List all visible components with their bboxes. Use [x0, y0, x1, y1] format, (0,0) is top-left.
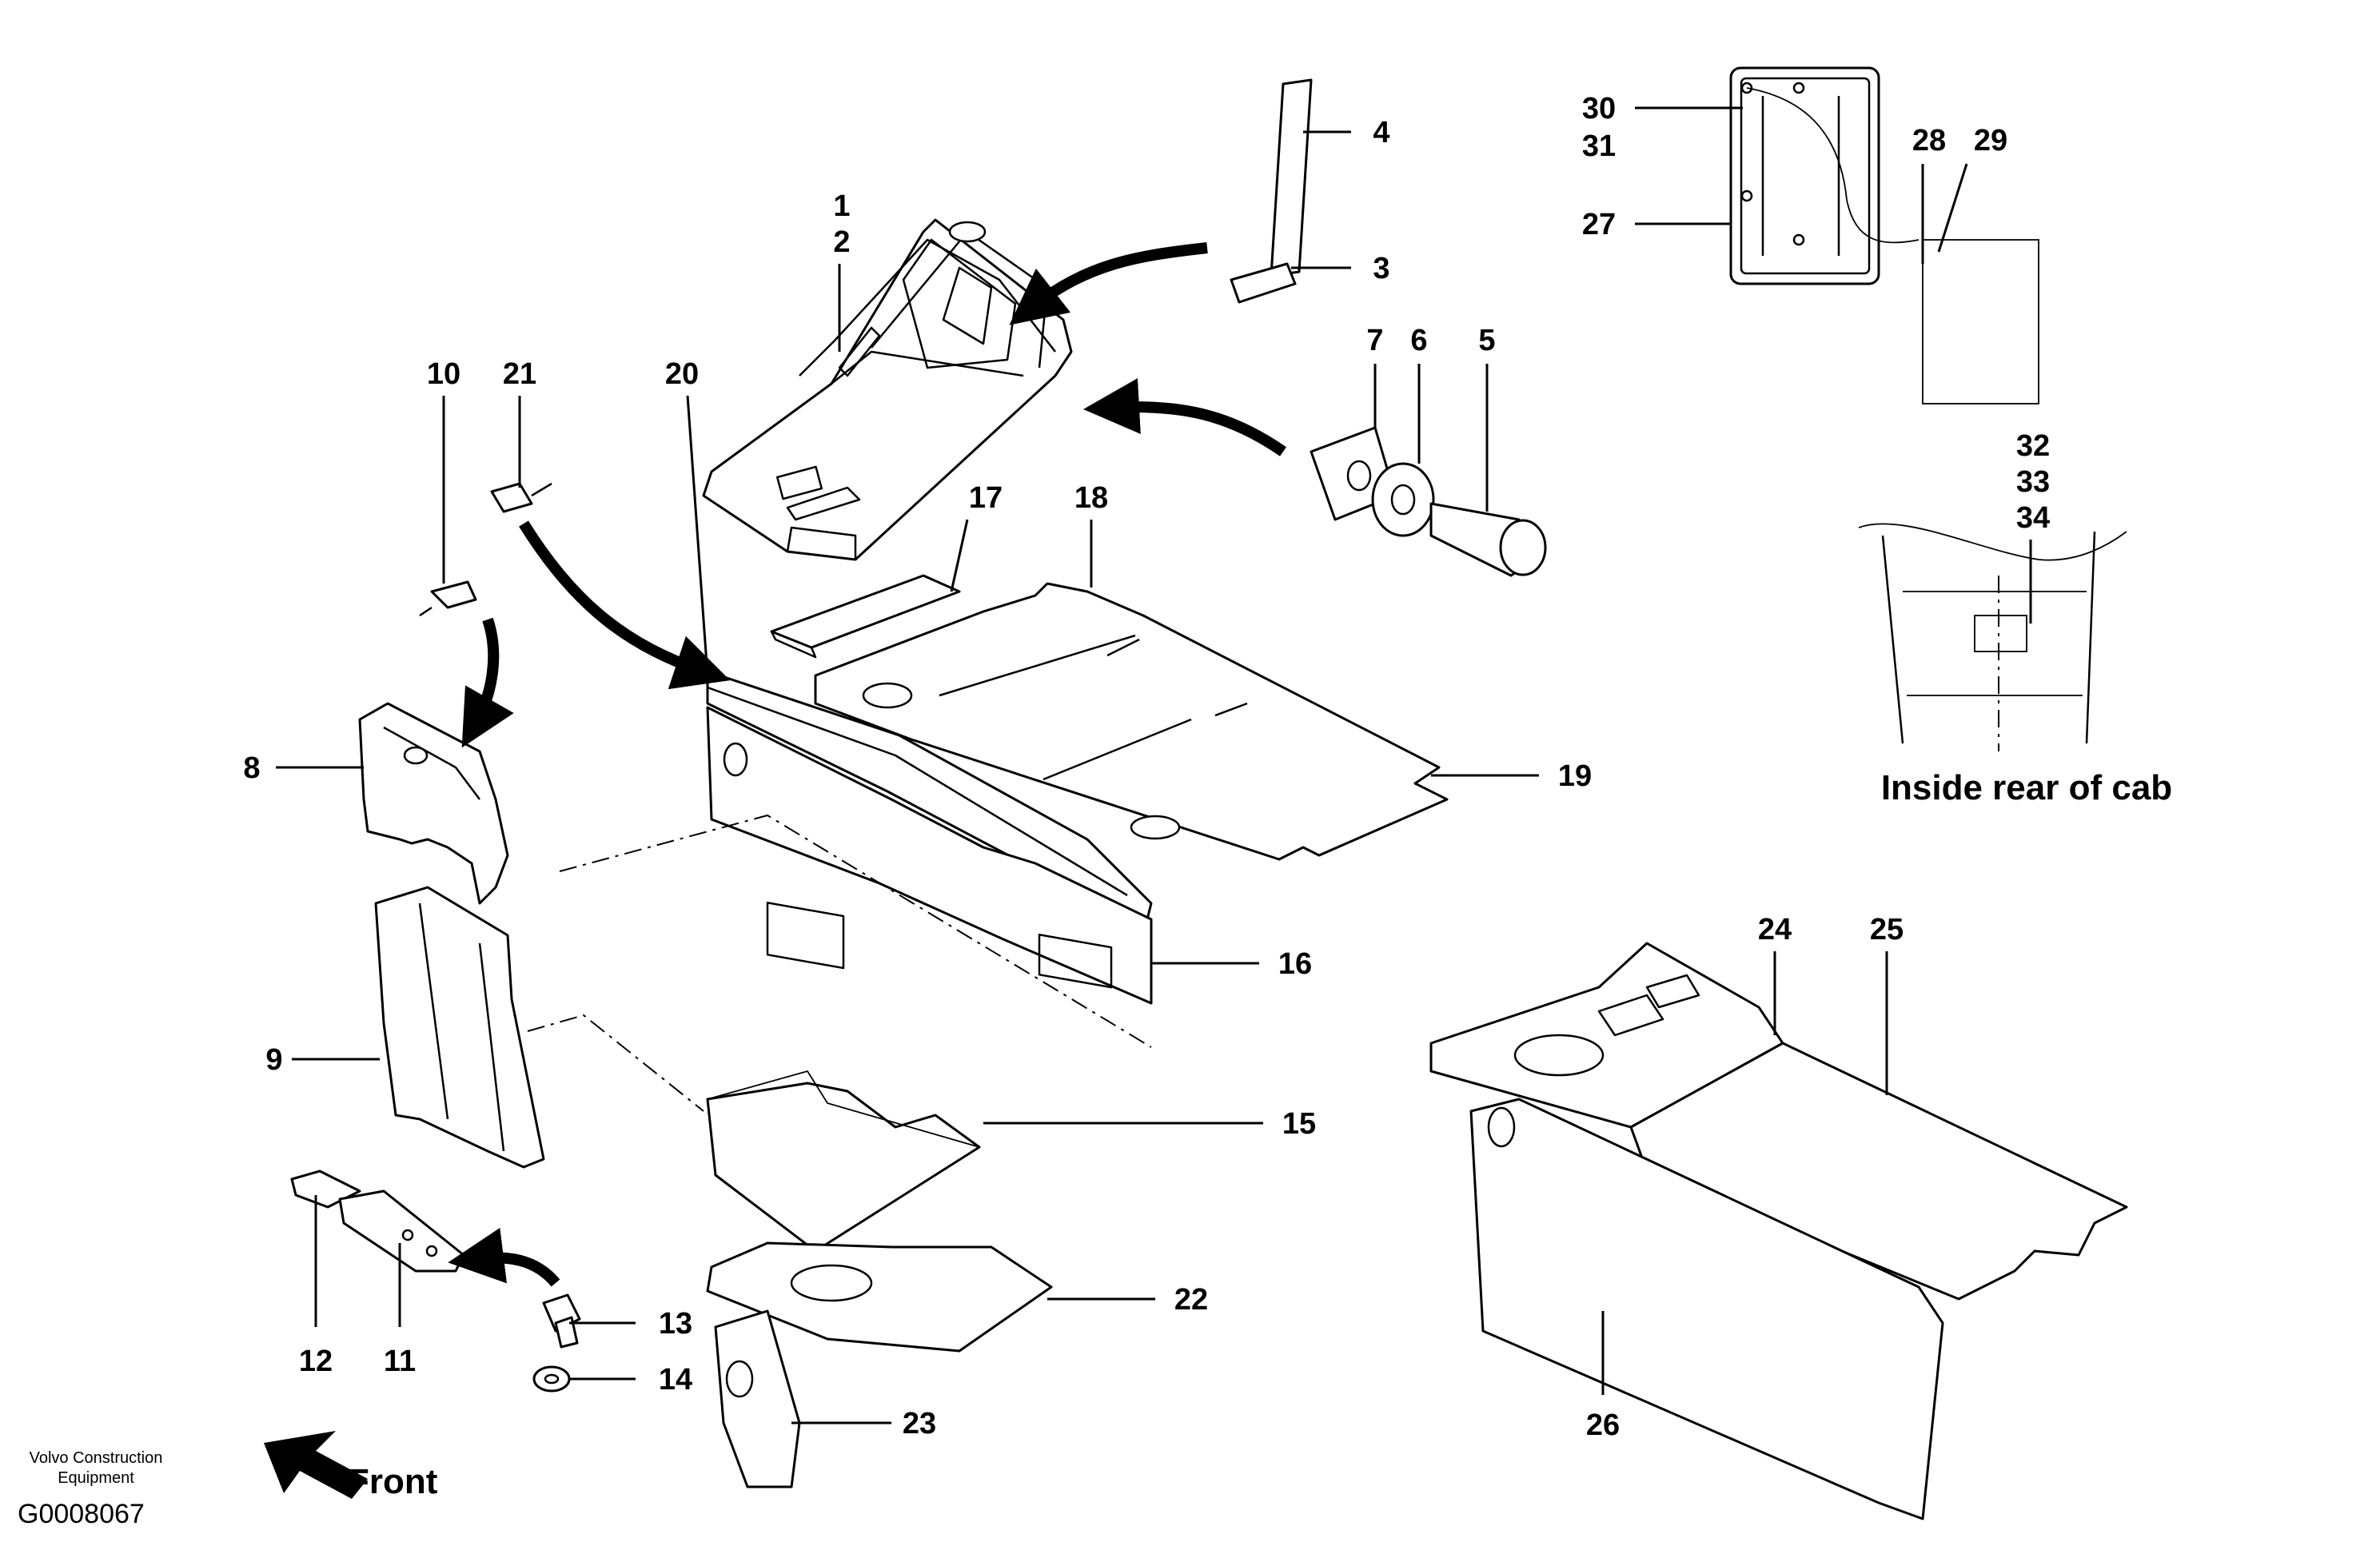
base-plate-22: [706, 1241, 1053, 1353]
trim-piece-3: [1230, 262, 1297, 304]
callout-4: 4: [1373, 116, 1389, 149]
callout-34: 34: [2016, 501, 2050, 535]
trim-strip-4: [1270, 78, 1313, 277]
callout-22: 22: [1174, 1283, 1208, 1317]
callout-19: 19: [1558, 759, 1592, 793]
callout-18: 18: [1074, 481, 1108, 515]
callout-9: 9: [265, 1043, 282, 1077]
panel-9: [374, 886, 545, 1169]
washer-6: [1371, 462, 1435, 537]
callout-10: 10: [427, 357, 460, 391]
callout-2: 2: [833, 225, 850, 259]
callout-3: 3: [1373, 252, 1389, 285]
callout-33: 33: [2016, 465, 2050, 499]
front-arrow-icon: [264, 1431, 368, 1499]
callout-7: 7: [1366, 324, 1383, 357]
screw-10: [419, 580, 477, 617]
floor-panel-19: [814, 582, 1449, 861]
plate-11: [338, 1189, 465, 1273]
callout-30: 30: [1582, 92, 1616, 126]
callout-21: 21: [503, 357, 536, 391]
callout-16: 16: [1278, 947, 1312, 981]
leader-lines: [276, 106, 2032, 1425]
figure-code: G0008067: [18, 1499, 145, 1529]
box-front-26: [1469, 1098, 1944, 1520]
callout-27: 27: [1582, 208, 1616, 241]
floor-plate-17: [770, 574, 961, 659]
callout-11: 11: [384, 1345, 416, 1378]
callout-23: 23: [903, 1407, 936, 1440]
console-cover: [702, 218, 1073, 561]
assembly-arrow-13: [448, 1227, 560, 1287]
callout-6: 6: [1410, 324, 1427, 357]
callout-25: 25: [1870, 913, 1904, 946]
callout-20: 20: [665, 357, 699, 391]
callout-32: 32: [2016, 429, 2050, 463]
tab-23: [714, 1309, 801, 1488]
callout-24: 24: [1758, 913, 1792, 946]
callout-13: 13: [659, 1307, 692, 1341]
callout-14: 14: [659, 1363, 692, 1397]
nut-14: [532, 1365, 571, 1393]
assembly-arrow-21: [519, 520, 731, 690]
callout-15: 15: [1282, 1107, 1316, 1141]
callout-31: 31: [1582, 130, 1616, 163]
bracket-8: [358, 702, 509, 905]
rear-cab-detail: [1858, 523, 2127, 751]
assembly-arrow-7: [1083, 378, 1286, 456]
bolt-13: [542, 1293, 581, 1349]
knob-5: [1429, 502, 1547, 577]
screw-21: [490, 482, 552, 513]
callout-5: 5: [1478, 324, 1495, 357]
base-panel-15: [527, 814, 1152, 1253]
brand-line-2: Equipment: [58, 1469, 134, 1487]
assembly-arrow-3: [1009, 242, 1208, 325]
callout-1: 1: [833, 189, 850, 223]
brand-line-1: Volvo Construction: [30, 1449, 163, 1467]
callout-12: 12: [299, 1345, 333, 1378]
callout-28: 28: [1912, 124, 1946, 157]
callout-29: 29: [1974, 124, 2007, 157]
callout-17: 17: [969, 481, 1003, 515]
detail-caption: Inside rear of cab: [1881, 768, 2172, 807]
callout-26: 26: [1586, 1409, 1620, 1442]
callout-numbers: 1 2 3 4 5 6 7 8 9 10 11 12 13 14 15 16 1…: [243, 92, 2050, 1442]
label-plate-detail: [1729, 66, 2039, 404]
callout-8: 8: [243, 751, 260, 785]
lid-24: [1429, 942, 1784, 1129]
back-panel-16: [706, 706, 1153, 1005]
assembly-arrow-10: [461, 617, 514, 748]
front-label: Front: [348, 1462, 438, 1501]
